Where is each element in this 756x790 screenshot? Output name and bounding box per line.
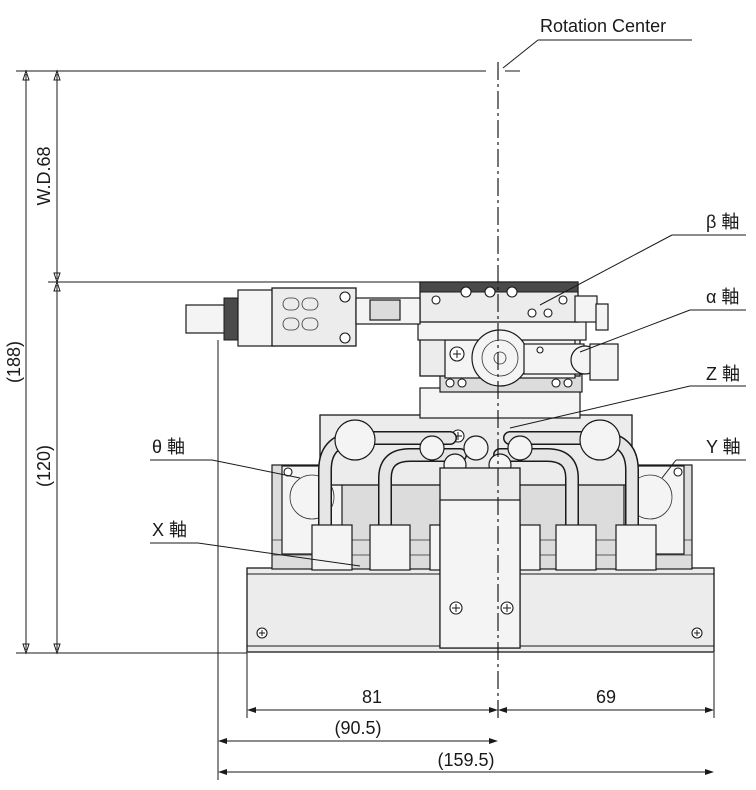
beta-axis-label: β 軸 xyxy=(706,212,739,232)
callouts: Rotation Center β 軸 α 軸 Z 軸 θ 軸 Y 軸 X 軸 xyxy=(150,16,746,567)
left-overall-dimension: (90.5) xyxy=(334,718,381,738)
x-axis-label: X 軸 xyxy=(152,520,187,540)
right-width-dimension: 69 xyxy=(596,687,616,707)
z-axis-label: Z 軸 xyxy=(706,364,740,384)
reference-lines xyxy=(16,62,715,780)
base-screw-right xyxy=(691,627,703,639)
stage-assembly xyxy=(185,281,715,653)
base-screw-left xyxy=(256,627,268,639)
micrometer-arm xyxy=(185,287,421,347)
horizontal-dimensions: 81 69 (90.5) (159.5) xyxy=(218,687,714,775)
alpha-stage xyxy=(417,319,619,387)
base-height-dimension: (120) xyxy=(34,445,54,487)
working-distance-dimension: W.D.68 xyxy=(34,146,54,205)
vertical-dimensions: (188) W.D.68 (120) xyxy=(4,69,61,655)
y-axis-label: Y 軸 xyxy=(706,437,741,457)
front-cover-plate xyxy=(439,467,521,649)
theta-axis-label: θ 軸 xyxy=(152,437,185,457)
rotation-center-label: Rotation Center xyxy=(540,16,666,36)
total-height-dimension: (188) xyxy=(4,341,24,383)
alpha-axis-label: α 軸 xyxy=(706,287,739,307)
left-width-dimension: 81 xyxy=(362,687,382,707)
total-width-dimension: (159.5) xyxy=(437,750,494,770)
beta-stage xyxy=(419,281,609,331)
